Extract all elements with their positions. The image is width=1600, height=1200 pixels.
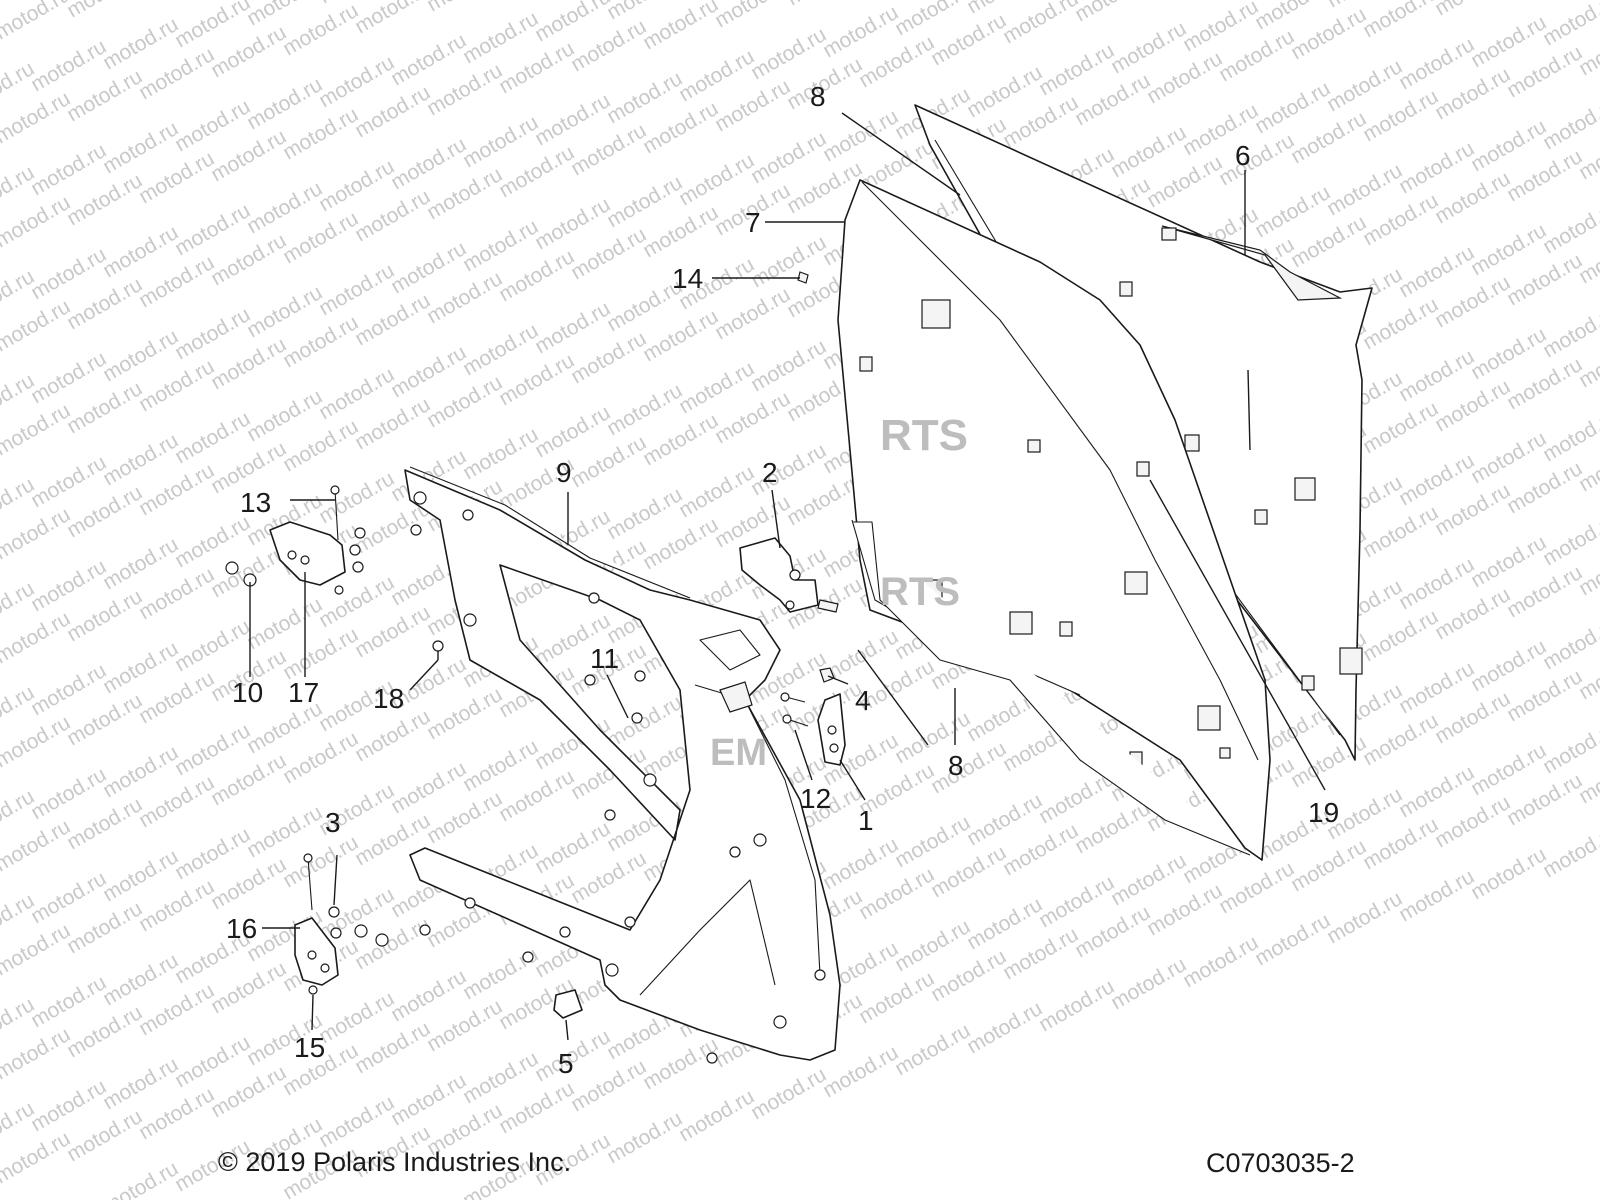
watermark-text: motod.ru xyxy=(0,607,74,668)
watermark-text: motod.ru xyxy=(963,997,1046,1058)
callout-16: 16 xyxy=(226,913,257,944)
watermark-text: motod.ru xyxy=(1395,865,1478,926)
callout-19: 19 xyxy=(1308,797,1339,828)
part-2-door-latch xyxy=(739,537,839,613)
callout-12: 12 xyxy=(800,783,831,814)
watermark-text: motod.ru xyxy=(1071,0,1154,26)
callout-labels: 1 2 3 4 5 6 7 8 8 8 9 10 11 12 13 14 15 … xyxy=(226,81,1339,1079)
callout-3: 3 xyxy=(325,807,341,838)
watermark-text: motod.ru xyxy=(423,0,506,16)
screw-18 xyxy=(432,640,444,660)
callout-8-mid: 8 xyxy=(948,750,964,781)
watermark-text: motod.ru xyxy=(99,1157,182,1200)
part-1-striker-bracket xyxy=(817,693,846,766)
ghost-mark-2: RTS xyxy=(880,570,960,614)
callout-6: 6 xyxy=(1235,140,1251,171)
watermark-text: motod.ru xyxy=(0,295,74,356)
callout-18: 18 xyxy=(373,683,404,714)
part-9-door-frame xyxy=(404,466,841,1061)
part-17-upper-hinge xyxy=(225,485,366,595)
watermark-text: motod.ru xyxy=(999,0,1082,48)
watermark-text: motod.ru xyxy=(1539,821,1600,882)
watermark-text: motod.ru xyxy=(1539,93,1600,154)
part-16-lower-hinge xyxy=(294,853,389,995)
watermark-text: motod.ru xyxy=(603,1107,686,1168)
watermark-text: motod.ru xyxy=(1107,953,1190,1014)
watermark-text: motod.ru xyxy=(711,0,794,32)
callout-15: 15 xyxy=(294,1032,325,1063)
watermark-text: motod.ru xyxy=(675,1085,758,1146)
watermark-text: motod.ru xyxy=(1539,0,1600,50)
watermark-text: motod.ru xyxy=(1539,509,1600,570)
callout-1: 1 xyxy=(858,805,874,836)
callout-13: 13 xyxy=(240,487,271,518)
ghost-mark-3: EM xyxy=(710,732,767,774)
watermark-text: motod.ru xyxy=(1539,405,1600,466)
copyright-text: © 2019 Polaris Industries Inc. xyxy=(218,1147,572,1177)
watermark-text: motod.ru xyxy=(0,399,74,460)
watermark-text: motod.ru xyxy=(1539,197,1600,258)
watermark-text: motod.ru xyxy=(1539,301,1600,362)
part-7-inner-door-panel xyxy=(837,179,1271,861)
watermark-text: motod.ru xyxy=(891,1019,974,1080)
watermark-text: motod.ru xyxy=(0,919,74,980)
callout-17: 17 xyxy=(288,677,319,708)
callout-11: 11 xyxy=(590,643,619,674)
part-12-bolts xyxy=(780,692,809,727)
watermark-text: motod.ru xyxy=(1179,931,1262,992)
part-5-bumper xyxy=(553,989,583,1019)
diagram-code: C0703035-2 xyxy=(1206,1148,1355,1178)
watermark-text: motod.ru xyxy=(0,711,74,772)
watermark-text: motod.ru xyxy=(639,0,722,54)
callout-7: 7 xyxy=(745,207,761,238)
watermark-text: motod.ru xyxy=(1035,975,1118,1036)
watermark-text: motod.ru xyxy=(1431,0,1514,20)
watermark-text: motod.ru xyxy=(1323,887,1406,948)
watermark-text: motod.ru xyxy=(0,87,74,148)
watermark-text: motod.ru xyxy=(1143,0,1226,4)
watermark-text: motod.ru xyxy=(279,0,362,60)
leader-lines xyxy=(249,112,1326,1041)
watermark-text: motod.ru xyxy=(351,0,434,38)
watermark-text: motod.ru xyxy=(0,191,74,252)
watermark-text: motod.ru xyxy=(1539,613,1600,674)
callout-2: 2 xyxy=(762,457,778,488)
ghost-mark-1: RTS xyxy=(880,411,968,460)
watermark-text: motod.ru xyxy=(1539,717,1600,778)
watermark-text: motod.ru xyxy=(1359,0,1442,42)
watermark-text: motod.ru xyxy=(0,1023,74,1084)
watermark-text: motod.ru xyxy=(0,503,74,564)
callout-5: 5 xyxy=(558,1048,574,1079)
watermark-text: motod.ru xyxy=(1467,843,1550,904)
callout-14: 14 xyxy=(672,263,703,294)
callout-4: 4 xyxy=(855,685,871,716)
callout-9: 9 xyxy=(556,457,572,488)
watermark-text: motod.ru xyxy=(0,1127,74,1188)
watermark-text: motod.ru xyxy=(1251,909,1334,970)
watermark-text: motod.ru xyxy=(0,815,74,876)
callout-10: 10 xyxy=(232,677,263,708)
watermark-text: motod.ru xyxy=(747,1063,830,1124)
fasteners xyxy=(410,524,741,1064)
watermark-text: motod.ru xyxy=(783,0,866,10)
watermark-text: motod.ru xyxy=(63,0,146,22)
watermark-text: motod.ru xyxy=(0,0,74,44)
callout-8-top: 8 xyxy=(810,81,826,112)
